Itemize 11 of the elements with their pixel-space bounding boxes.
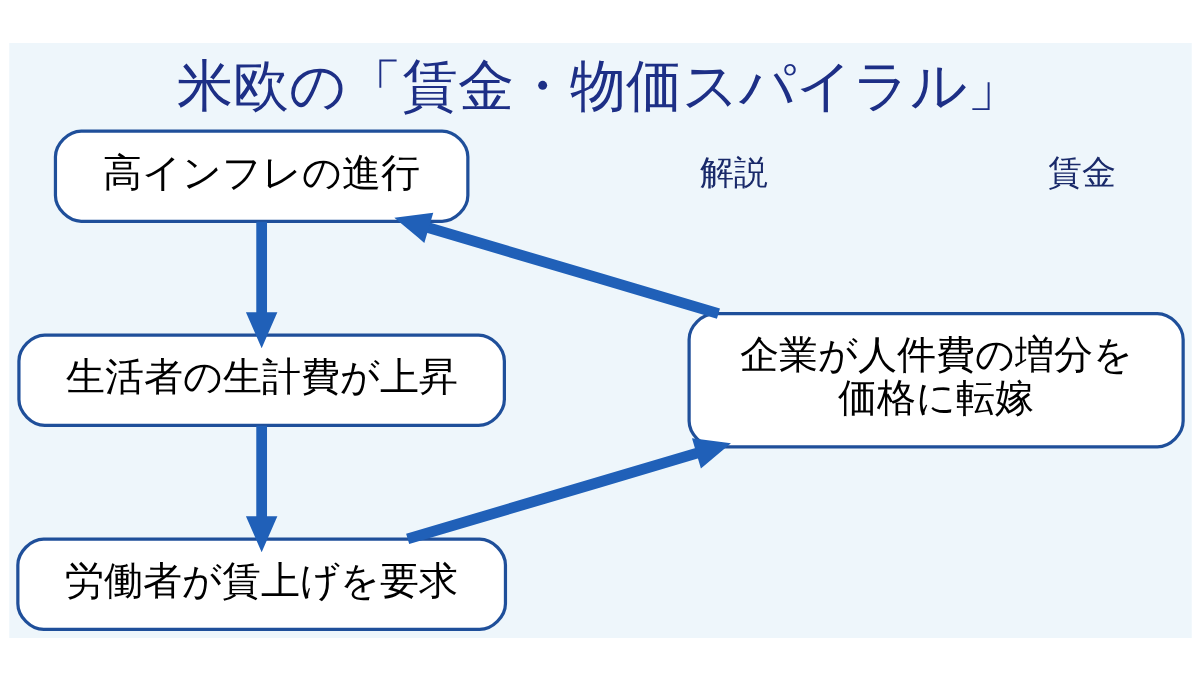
node-box: 企業が人件費の増分を価格に転嫁: [687, 311, 1185, 448]
arrow: [245, 221, 277, 348]
arrow: [245, 425, 277, 552]
node-box: 労働者が賃上げを要求: [15, 537, 507, 631]
diagram-title: 米欧の「賃金・物価スパイラル」: [177, 52, 1023, 118]
label: 賃金: [1047, 151, 1116, 192]
arrow: [405, 437, 731, 544]
arrow: [393, 212, 720, 319]
node-box: 高インフレの進行: [53, 128, 469, 223]
node-box: 生活者の生計費が上昇: [16, 333, 506, 427]
label: 解説: [699, 151, 768, 192]
